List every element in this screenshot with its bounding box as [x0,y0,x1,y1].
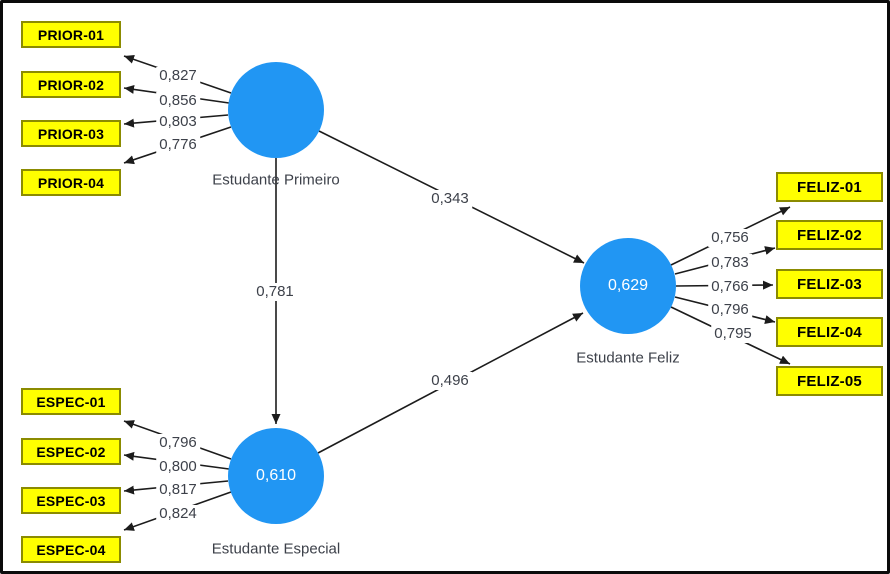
loading-espec-02: 0,800 [156,458,200,476]
indicator-espec-03[interactable]: ESPEC-03 [21,487,121,514]
loading-espec-03: 0,817 [156,481,200,499]
indicator-prior-03[interactable]: PRIOR-03 [21,120,121,147]
loading-feliz-03: 0,766 [708,278,752,296]
path-coefficient-especial-feliz: 0,496 [428,372,472,390]
loading-feliz-02: 0,783 [708,254,752,272]
arrows-layer [123,55,791,531]
construct-label-especial: Estudante Especial [211,540,341,558]
indicator-espec-02[interactable]: ESPEC-02 [21,438,121,465]
path-coefficient-primeiro-feliz: 0,343 [428,190,472,208]
loading-prior-03: 0,803 [156,113,200,131]
loading-feliz-01: 0,756 [708,229,752,247]
indicator-feliz-03[interactable]: FELIZ-03 [776,269,883,299]
loading-espec-01: 0,796 [156,434,200,452]
construct-estudante-primeiro[interactable] [228,62,324,158]
indicator-espec-04[interactable]: ESPEC-04 [21,536,121,563]
indicator-prior-02[interactable]: PRIOR-02 [21,71,121,98]
indicator-prior-04[interactable]: PRIOR-04 [21,169,121,196]
loading-prior-02: 0,856 [156,92,200,110]
construct-label-primeiro: Estudante Primeiro [212,171,340,189]
loading-espec-04: 0,824 [156,505,200,523]
indicator-feliz-01[interactable]: FELIZ-01 [776,172,883,202]
r2-value-feliz: 0,629 [607,277,649,294]
construct-estudante-feliz[interactable]: 0,629 [580,238,676,334]
indicator-feliz-04[interactable]: FELIZ-04 [776,317,883,347]
indicator-espec-01[interactable]: ESPEC-01 [21,388,121,415]
loading-feliz-04: 0,796 [708,301,752,319]
indicator-feliz-05[interactable]: FELIZ-05 [776,366,883,396]
path-coefficient-primeiro-especial: 0,781 [253,283,297,301]
indicator-feliz-02[interactable]: FELIZ-02 [776,220,883,250]
indicator-prior-01[interactable]: PRIOR-01 [21,21,121,48]
loading-prior-01: 0,827 [156,67,200,85]
loading-feliz-05: 0,795 [711,325,755,343]
loading-prior-04: 0,776 [156,136,200,154]
construct-estudante-especial[interactable]: 0,610 [228,428,324,524]
construct-label-feliz: Estudante Feliz [576,349,680,367]
r2-value-especial: 0,610 [255,467,297,484]
